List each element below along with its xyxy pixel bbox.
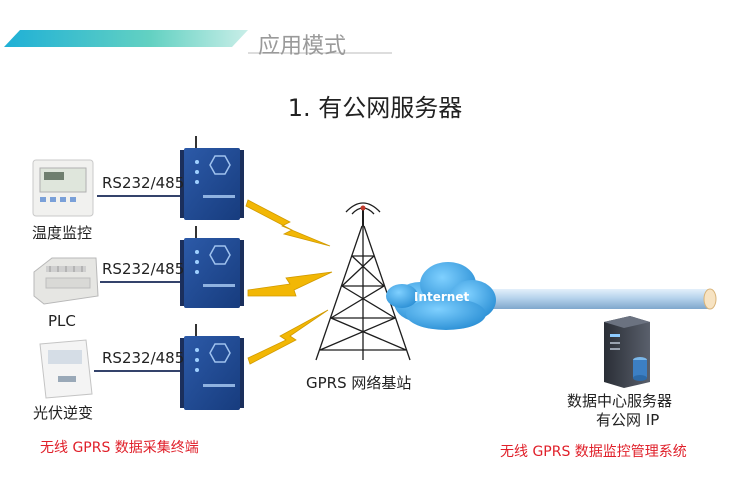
device-label-temperature-monitor: 温度监控: [32, 224, 93, 242]
gprs-terminal-2: [180, 226, 244, 308]
wireless-bolt-1: [245, 199, 331, 247]
wireless-bolt-3: [247, 309, 329, 365]
network-backbone-pipe: [450, 288, 717, 310]
header-banner: [0, 30, 392, 54]
gprs-tower: [315, 202, 411, 361]
server-label-line1: 数据中心服务器: [567, 392, 673, 410]
gprs-terminal-1: [180, 136, 244, 220]
link-label-3: RS232/485: [102, 349, 185, 367]
server-icon: [604, 316, 650, 388]
gprs-terminal-3: [180, 324, 244, 410]
link-label-2: RS232/485: [102, 260, 185, 278]
wireless-bolt-2: [247, 271, 333, 297]
plc-device: [33, 257, 99, 305]
temperature-monitor-device: [32, 159, 94, 217]
internet-cloud: [386, 262, 496, 330]
system-caption: 无线 GPRS 数据监控管理系统: [500, 444, 687, 460]
serial-links: [94, 195, 182, 372]
section-title: 应用模式: [258, 34, 347, 59]
pv-inverter-device: [39, 339, 93, 399]
terminal-caption: 无线 GPRS 数据采集终端: [40, 440, 199, 456]
server-label-line2: 有公网 IP: [596, 411, 660, 429]
link-label-1: RS232/485: [102, 174, 185, 192]
device-label-plc: PLC: [48, 312, 76, 330]
diagram-title: 1. 有公网服务器: [287, 94, 463, 122]
cloud-label: Internet: [414, 290, 470, 304]
tower-label: GPRS 网络基站: [306, 374, 412, 392]
device-label-pv-inverter: 光伏逆变: [33, 404, 94, 422]
